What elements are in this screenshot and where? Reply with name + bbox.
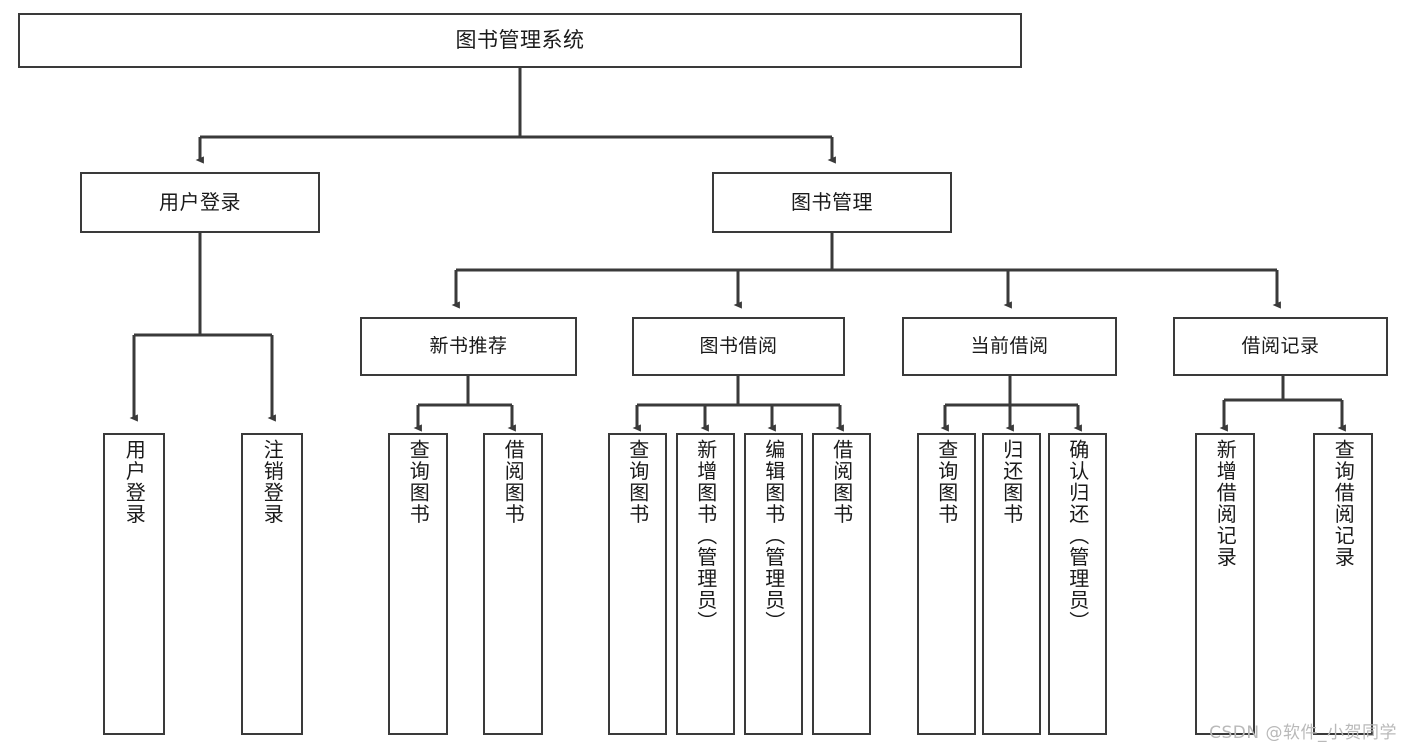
node-borrow-record[interactable]: 借阅记录 [1173, 317, 1388, 376]
node-label: 用户登录 [122, 439, 147, 525]
node-label: 图书借阅 [699, 335, 778, 358]
node-label: 查询图书 [934, 439, 959, 525]
node-label: 编辑图书（管理员） [761, 439, 786, 633]
node-new-book-recommend[interactable]: 新书推荐 [360, 317, 577, 376]
node-book-borrow[interactable]: 图书借阅 [632, 317, 845, 376]
node-label: 归还图书 [999, 439, 1024, 525]
node-root-book-management-system[interactable]: 图书管理系统 [18, 13, 1022, 68]
node-label: 新增借阅记录 [1213, 439, 1238, 568]
node-leaf-query-book-borrow[interactable]: 查询图书 [608, 433, 667, 735]
node-leaf-query-borrow-record[interactable]: 查询借阅记录 [1313, 433, 1373, 735]
node-leaf-borrow-book[interactable]: 借阅图书 [812, 433, 871, 735]
node-label: 图书管理系统 [455, 28, 585, 53]
node-user-login[interactable]: 用户登录 [80, 172, 320, 233]
node-leaf-add-book[interactable]: 新增图书（管理员） [676, 433, 735, 735]
node-current-borrow[interactable]: 当前借阅 [902, 317, 1117, 376]
node-leaf-edit-book[interactable]: 编辑图书（管理员） [744, 433, 803, 735]
node-leaf-user-login[interactable]: 用户登录 [103, 433, 165, 735]
node-leaf-confirm-return[interactable]: 确认归还（管理员） [1048, 433, 1107, 735]
node-label: 查询借阅记录 [1331, 439, 1356, 568]
node-label: 注销登录 [260, 439, 285, 525]
node-label: 查询图书 [625, 439, 650, 525]
node-leaf-add-borrow-record[interactable]: 新增借阅记录 [1195, 433, 1255, 735]
csdn-watermark: CSDN @软件_小贺同学 [1209, 723, 1397, 743]
node-leaf-return-book[interactable]: 归还图书 [982, 433, 1041, 735]
node-label: 新增图书（管理员） [693, 439, 718, 633]
node-label: 确认归还（管理员） [1065, 439, 1090, 633]
node-book-management[interactable]: 图书管理 [712, 172, 952, 233]
node-label: 借阅图书 [829, 439, 854, 525]
node-label: 图书管理 [791, 189, 873, 214]
node-leaf-borrow-book-recommend[interactable]: 借阅图书 [483, 433, 543, 735]
node-leaf-user-logout[interactable]: 注销登录 [241, 433, 303, 735]
node-leaf-query-book-current[interactable]: 查询图书 [917, 433, 976, 735]
node-leaf-query-book-recommend[interactable]: 查询图书 [388, 433, 448, 735]
node-label: 新书推荐 [429, 335, 508, 358]
node-label: 借阅图书 [501, 439, 526, 525]
node-label: 当前借阅 [970, 335, 1049, 358]
node-label: 查询图书 [406, 439, 431, 525]
node-label: 用户登录 [159, 189, 241, 214]
node-label: 借阅记录 [1241, 335, 1320, 358]
